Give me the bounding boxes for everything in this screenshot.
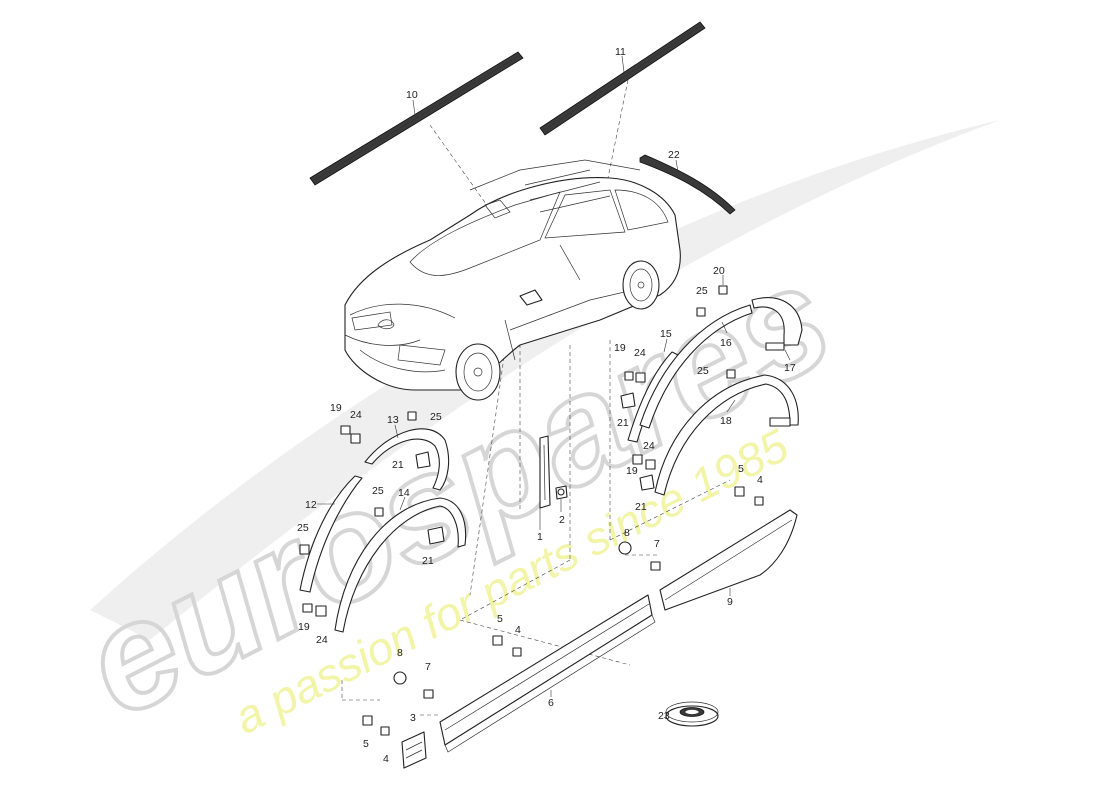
callout-24: 24 <box>643 440 655 452</box>
callout-19: 19 <box>614 342 626 354</box>
callout-24: 24 <box>350 409 362 421</box>
callout-14: 14 <box>398 487 410 499</box>
part-2-clip <box>555 485 568 500</box>
part-22-roof-trim <box>639 154 736 215</box>
callout-5: 5 <box>738 463 744 475</box>
vehicle-illustration <box>344 159 681 401</box>
callout-2: 2 <box>559 514 565 526</box>
callout-24: 24 <box>634 347 646 359</box>
callout-21: 21 <box>392 459 404 471</box>
callout-11: 11 <box>615 46 626 58</box>
part-13-wheel-arch-upper <box>364 428 450 491</box>
part-10-window-seal <box>309 51 524 186</box>
callout-5: 5 <box>363 738 369 750</box>
callout-25: 25 <box>430 411 442 423</box>
callout-16: 16 <box>720 337 732 349</box>
part-17-wheel-arch-rear-flap <box>751 297 803 351</box>
callout-4: 4 <box>383 753 389 765</box>
part-23-adhesive-tape-roll <box>665 701 719 727</box>
part-14-wheel-arch-rear <box>334 497 467 633</box>
callout-21: 21 <box>617 417 629 429</box>
callout-13: 13 <box>387 414 399 426</box>
callout-25: 25 <box>372 485 384 497</box>
part-11-window-seal <box>539 21 706 136</box>
callout-7: 7 <box>425 661 431 673</box>
callout-9: 9 <box>727 596 733 608</box>
watermark-swoosh <box>90 120 1000 640</box>
part-18-wheel-arch-rear <box>654 374 799 496</box>
callout-21: 21 <box>422 555 434 567</box>
part-16-wheel-arch-upper <box>639 304 753 429</box>
callout-6: 6 <box>548 697 554 709</box>
callout-8: 8 <box>624 527 630 539</box>
part-9-rear-sill <box>659 509 798 611</box>
callout-4: 4 <box>515 624 521 636</box>
callout-5: 5 <box>497 613 503 625</box>
callout-23: 23 <box>658 710 670 722</box>
part-6-side-sill <box>439 594 656 753</box>
callout-4: 4 <box>757 474 763 486</box>
callout-21: 21 <box>635 501 647 513</box>
reference-lines <box>341 79 731 716</box>
part-3-end-cap <box>401 731 427 769</box>
callout-12: 12 <box>305 499 317 511</box>
callout-25: 25 <box>297 522 309 534</box>
callout-1: 1 <box>537 531 543 543</box>
callout-17: 17 <box>784 362 796 374</box>
callout-25: 25 <box>697 365 709 377</box>
part-1-door-trim <box>539 435 551 509</box>
callout-7: 7 <box>654 538 660 550</box>
callout-19: 19 <box>330 402 342 414</box>
callout-3: 3 <box>410 712 416 724</box>
callout-22: 22 <box>668 149 680 161</box>
callout-18: 18 <box>720 415 732 427</box>
callout-10: 10 <box>406 89 418 101</box>
callout-19: 19 <box>626 465 638 477</box>
part-12-wheel-arch-front <box>299 475 363 593</box>
callout-25: 25 <box>696 285 708 297</box>
callouts: 1 2 3 4 4 4 5 5 5 6 7 7 8 8 9 10 11 12 1… <box>297 46 796 765</box>
callout-19: 19 <box>298 621 310 633</box>
leader-lines <box>317 55 791 697</box>
callout-20: 20 <box>713 265 725 277</box>
callout-24: 24 <box>316 634 328 646</box>
callout-15: 15 <box>660 328 672 340</box>
fasteners <box>299 285 764 736</box>
callout-8: 8 <box>397 647 403 659</box>
